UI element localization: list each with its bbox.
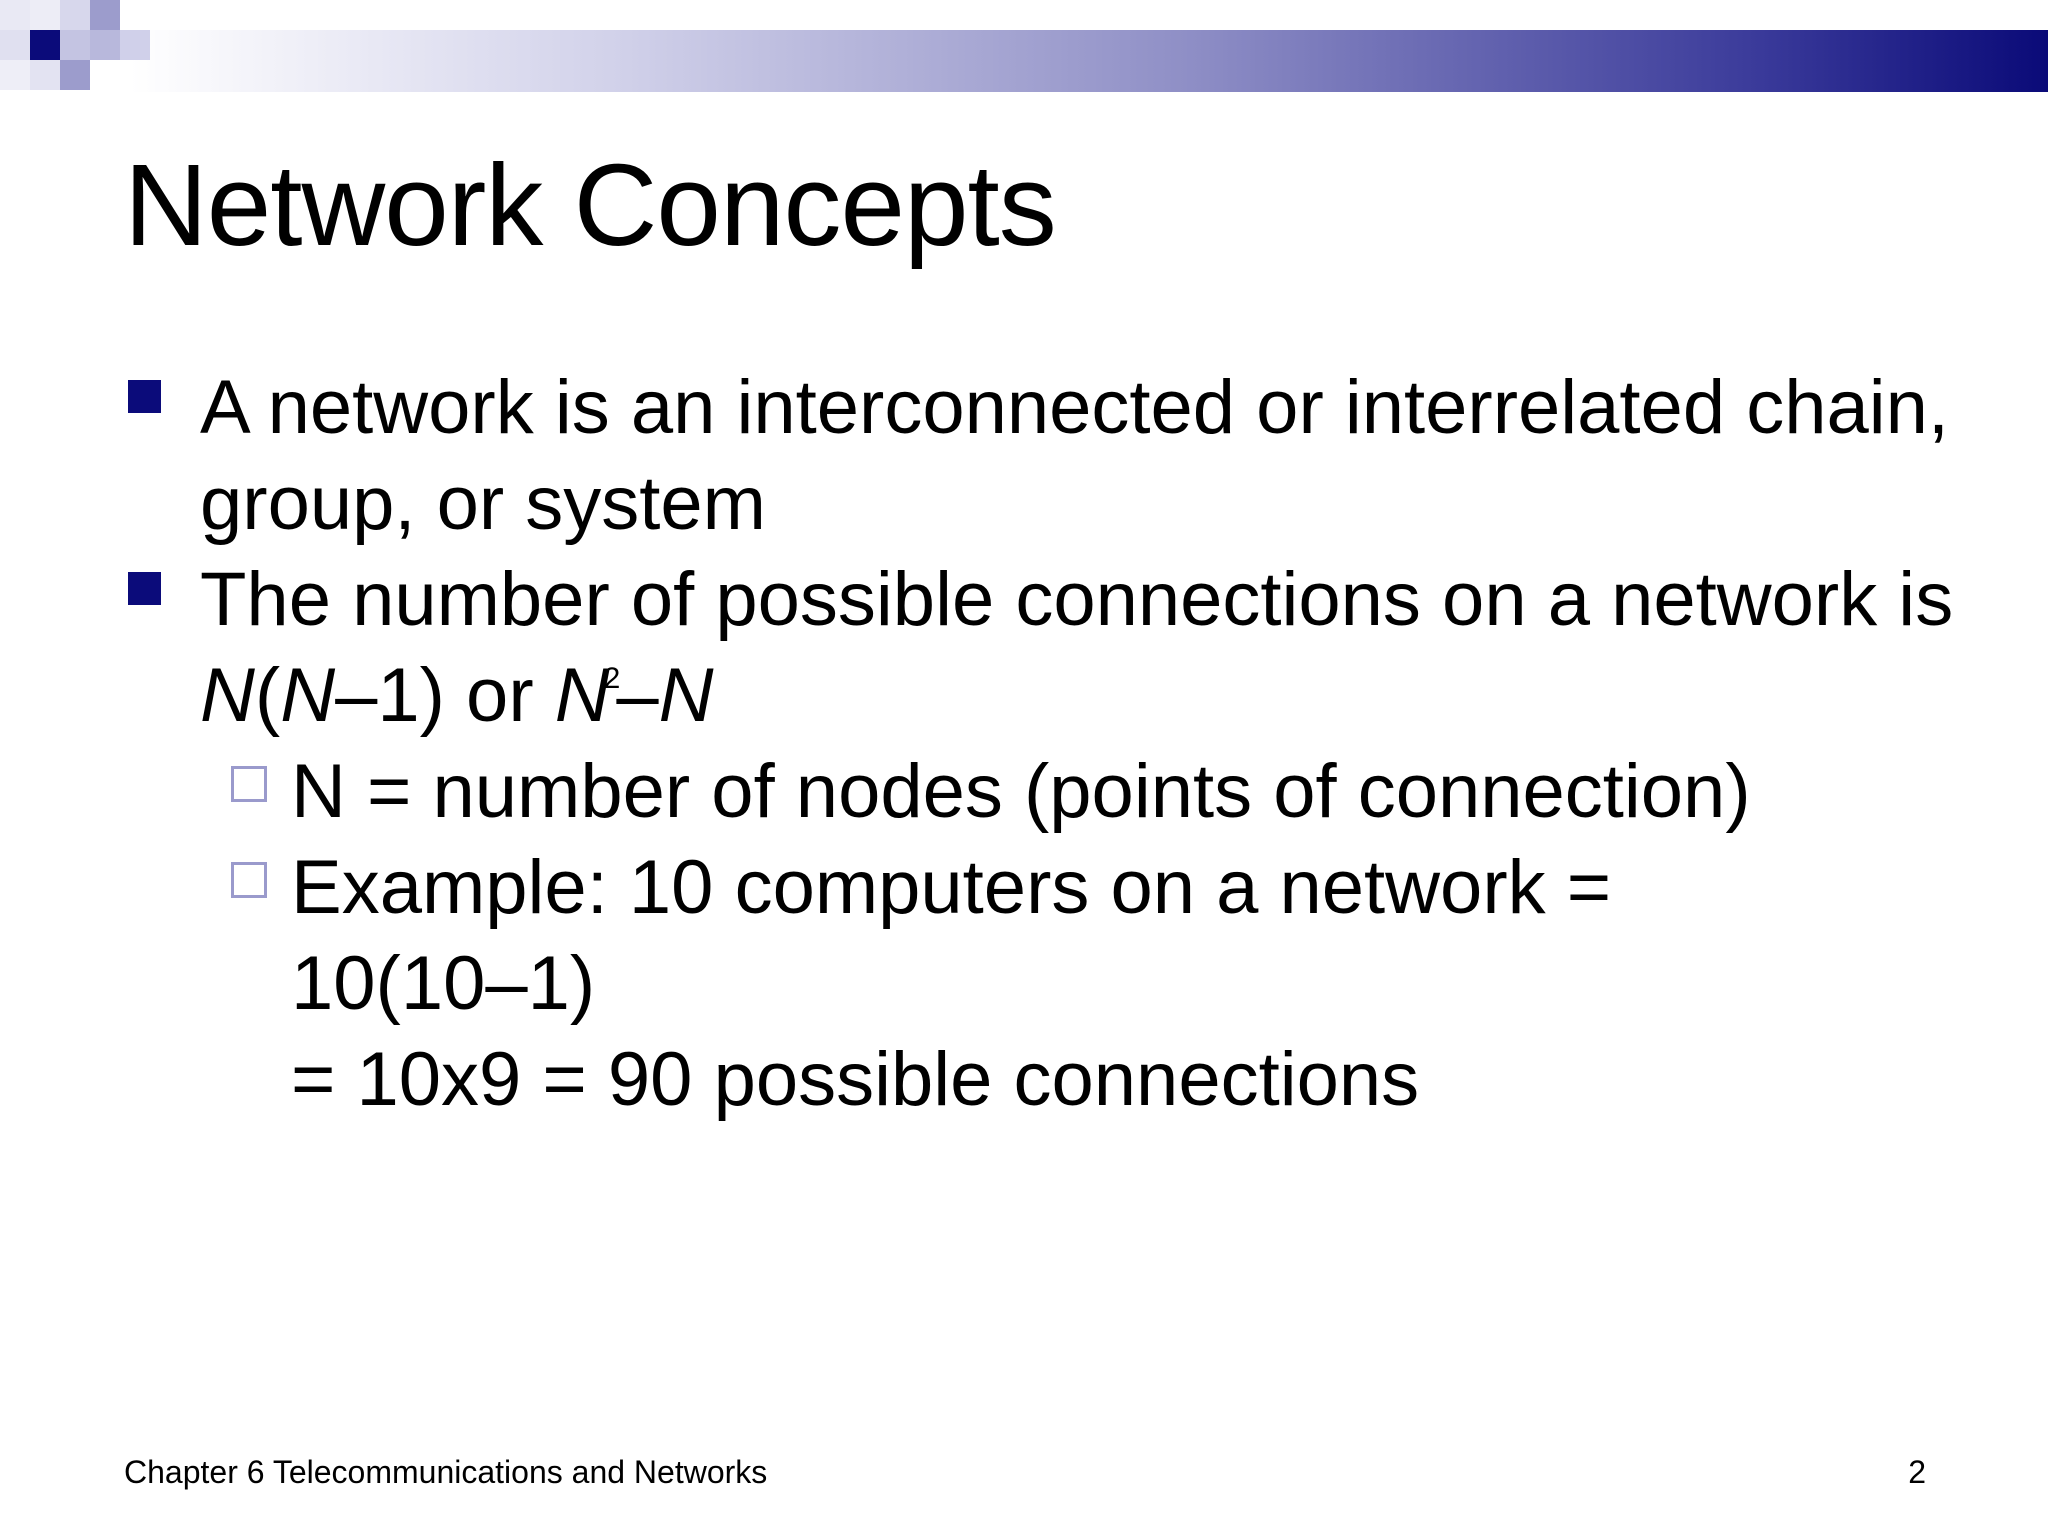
bullet-item: The number of possible connections on a … [124,552,2004,744]
header-decor-square [60,0,90,30]
header-decor-square [0,0,30,30]
page-number: 2 [1908,1454,1926,1490]
bullet-item: A network is an interconnected or interr… [124,360,2004,552]
hollow-square-bullet-icon [231,766,267,802]
sub-bullet-text-continued: = 10x9 = 90 possible connections [291,1037,1420,1122]
header-decor-square [30,0,60,30]
formula-variable: N [658,653,714,738]
formula-part: –1) [335,653,445,738]
footer-chapter-label: Chapter 6 Telecommunications and Network… [124,1454,768,1490]
formula-part: ( [254,653,281,738]
formula-part: – [616,653,659,738]
connections-formula: N(N–1) or N2–N [200,653,714,738]
header-decor-square [0,60,30,90]
hollow-square-bullet-icon [231,862,267,898]
header-decor-square [60,60,90,90]
header-decor-square [120,30,150,60]
formula-variable: N [200,653,255,738]
sub-bullet-item: N = number of nodes (points of connectio… [124,744,2004,840]
sub-bullet-text: N = number of nodes (points of connectio… [291,749,1751,834]
sub-bullet-text: Example: 10 computers on a network = 10(… [291,845,1612,1026]
header-decor-square [90,0,120,30]
formula-part: or [444,653,555,738]
header-decor-square [90,30,120,60]
slide-title: Network Concepts [124,140,1057,270]
header-decor-square [0,30,30,60]
slide-content: A network is an interconnected or interr… [124,360,2004,1128]
square-bullet-icon [128,380,161,413]
formula-variable: N [554,653,610,738]
formula-variable: N [280,653,336,738]
bullet-text: A network is an interconnected or interr… [200,365,1950,546]
header-gradient-bar [130,30,2048,92]
header-decor-square [60,30,90,60]
bullet-text: The number of possible connections on a … [200,557,1954,642]
header-decor-square [30,30,60,60]
square-bullet-icon [128,572,161,605]
sub-bullet-item: Example: 10 computers on a network = 10(… [124,840,2004,1128]
header-decor-square [30,60,60,90]
formula-exponent: 2 [603,662,621,695]
